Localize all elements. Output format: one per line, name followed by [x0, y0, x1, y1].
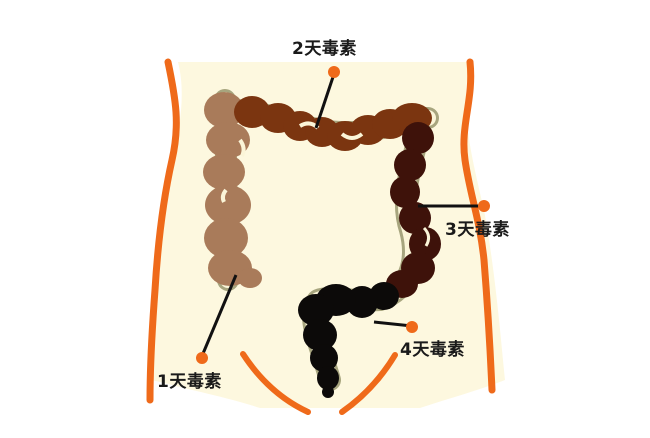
label-day4: 4天毒素 [400, 340, 465, 360]
leader-day3 [418, 200, 490, 212]
marker-dot-day2 [328, 66, 340, 78]
pelvis-outline-right [339, 352, 398, 415]
label-day2: 2天毒素 [292, 39, 357, 59]
label-day3: 3天毒素 [445, 220, 510, 240]
body-outline-left [146, 58, 180, 404]
pelvis-outline-left [240, 351, 311, 415]
marker-dot-day1 [196, 352, 208, 364]
transverse-colon [234, 96, 432, 151]
body-outline-right [460, 58, 496, 394]
label-day1: 1天毒素 [157, 372, 222, 392]
marker-dot-day3 [478, 200, 490, 212]
ascending-colon [203, 92, 262, 288]
leader-day4 [373, 320, 418, 333]
leader-day2 [314, 66, 340, 129]
descending-colon [386, 122, 441, 298]
marker-dot-day4 [406, 321, 418, 333]
leader-day1 [196, 274, 238, 364]
sigmoid-colon [298, 282, 399, 398]
